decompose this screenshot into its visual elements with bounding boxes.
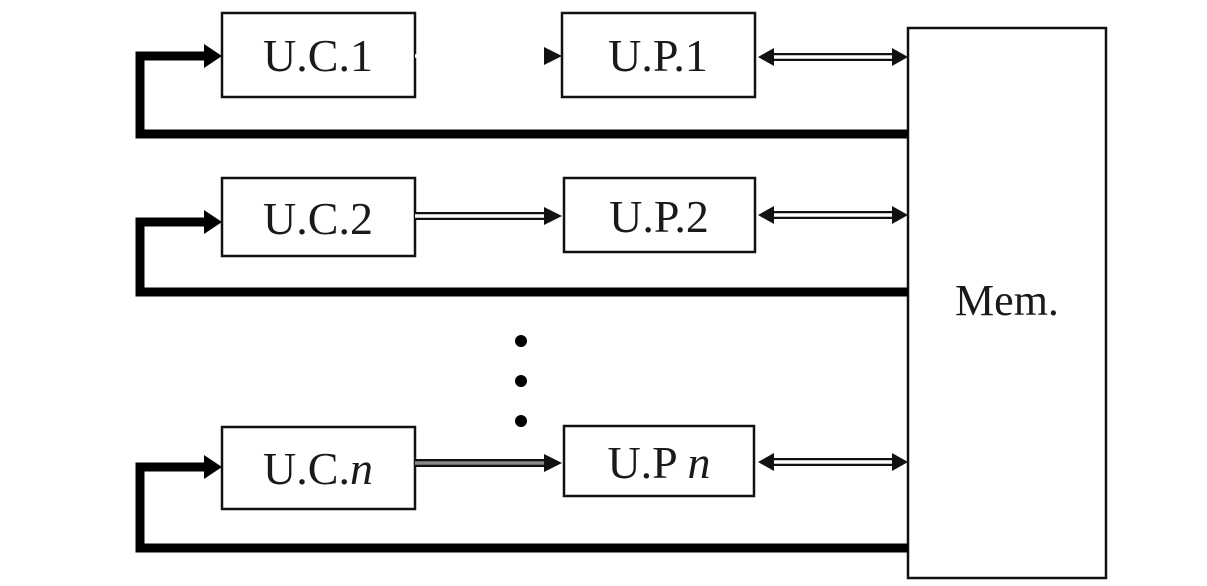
memory-block: Mem.	[906, 26, 1108, 580]
feedback-path-n	[135, 462, 908, 553]
processing-unit-n-label: U.P n	[607, 437, 710, 488]
processor-row-1: U.C.1 U.P.1	[135, 11, 908, 139]
control-unit-2	[220, 176, 417, 258]
processing-unit-1-label: U.P.1	[608, 30, 708, 81]
control-unit-n	[220, 425, 417, 511]
feedback-path-1	[135, 51, 908, 139]
memory-box	[906, 26, 1108, 580]
control-unit-1-label: U.C.1	[263, 30, 373, 81]
processing-unit-1	[560, 11, 757, 99]
feedback-arrowhead-2	[204, 210, 222, 234]
feedback-arrowhead-n	[204, 455, 222, 479]
control-unit-2-label: U.C.2	[263, 193, 373, 244]
vertical-ellipsis	[515, 335, 527, 427]
processing-unit-n	[562, 424, 756, 498]
processor-row-2: U.C.2 U.P.2	[135, 176, 908, 297]
processor-row-n: U.C.n U.P n	[135, 424, 908, 553]
memory-label: Mem.	[955, 276, 1059, 325]
processing-unit-2-label: U.P.2	[609, 191, 709, 242]
control-unit-1	[220, 11, 417, 99]
feedback-path-2	[135, 217, 908, 297]
control-unit-n-label: U.C.n	[263, 443, 373, 494]
feedback-arrowhead-1	[204, 44, 222, 68]
processing-unit-2	[562, 176, 757, 254]
